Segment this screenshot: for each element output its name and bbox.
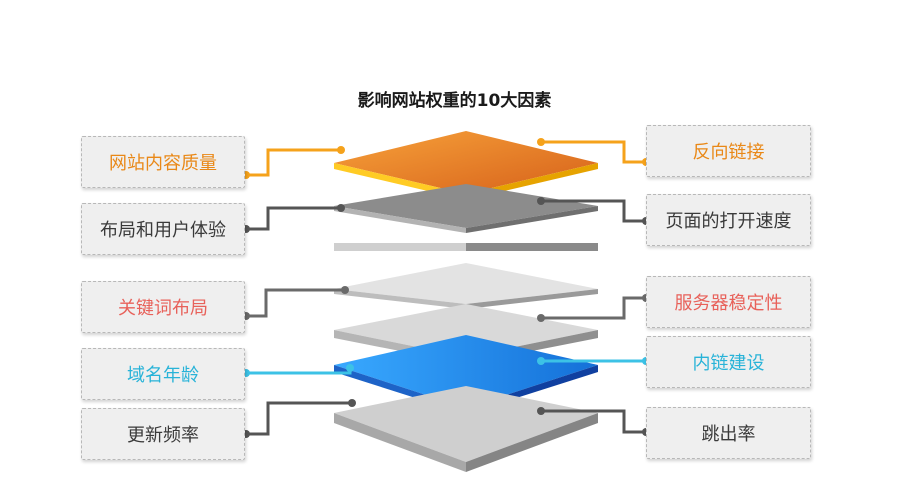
diagram-title: 影响网站权重的10大因素: [357, 91, 552, 111]
factor-keyword-layout: 关键词布局: [81, 281, 245, 333]
factor-update-frequency: 更新频率: [81, 408, 245, 460]
connector-update-frequency: [246, 401, 352, 436]
layer-layout-ux: [334, 184, 598, 233]
factor-domain-age: 域名年龄: [81, 348, 245, 400]
factor-layout-ux: 布局和用户体验: [81, 203, 245, 255]
connector-keyword: [246, 288, 345, 318]
factor-internal-links: 内链建设: [646, 336, 811, 388]
connector-server-stability: [541, 296, 646, 320]
layer-keyword: [334, 263, 598, 309]
connector-content-quality: [246, 148, 341, 177]
factor-server-stability: 服务器稳定性: [646, 276, 811, 328]
connector-page-speed: [541, 199, 646, 223]
factor-bounce-rate: 跳出率: [646, 407, 811, 459]
connector-bounce-rate: [541, 409, 646, 434]
factor-page-speed: 页面的打开速度: [646, 194, 811, 246]
connector-layout-ux: [246, 206, 341, 231]
layer-divider-bar: [334, 243, 598, 251]
layer-update-bounce: [334, 386, 598, 472]
connector-backlinks: [541, 140, 646, 164]
factor-backlinks: 反向链接: [646, 125, 811, 177]
factor-content-quality: 网站内容质量: [81, 136, 245, 188]
